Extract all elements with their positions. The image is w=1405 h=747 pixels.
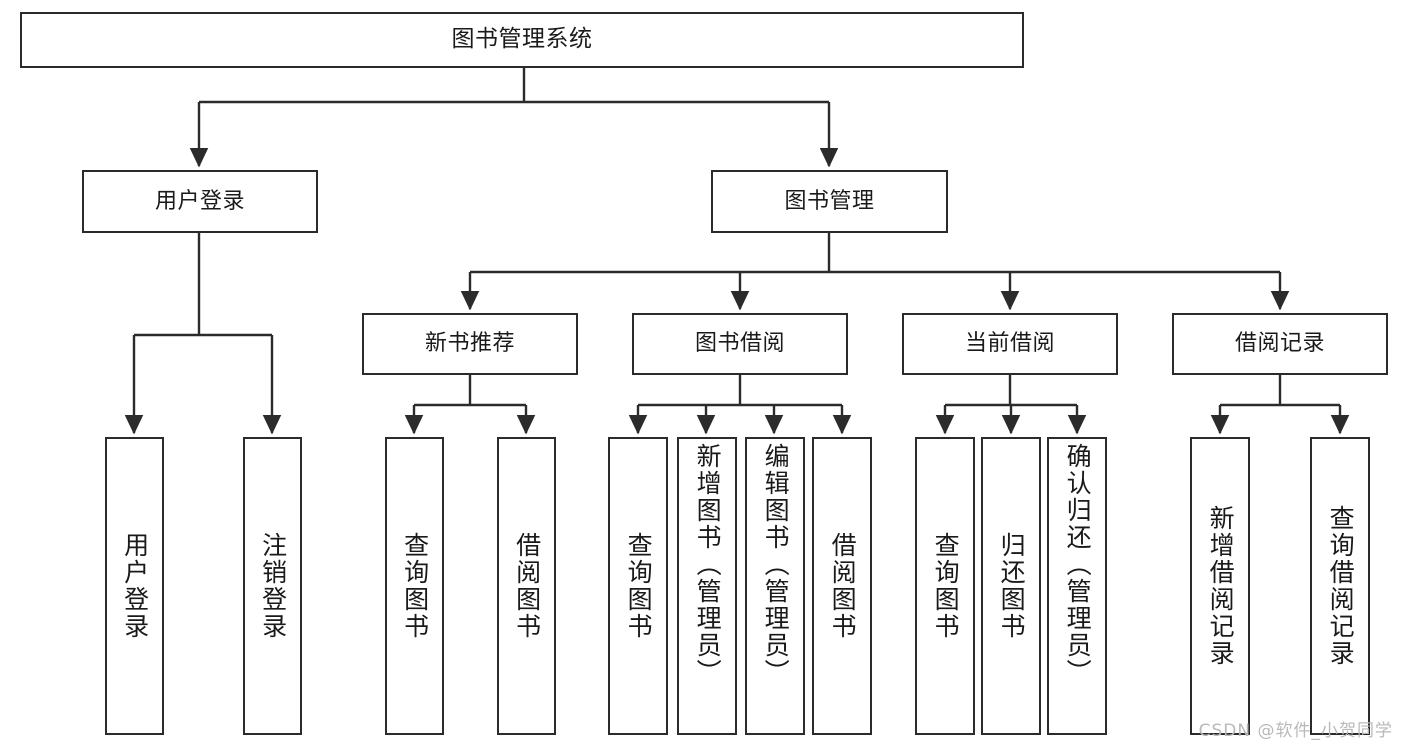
node-label: 用户登录	[120, 532, 150, 640]
leaf-query-book-current[interactable]: 查询图书	[915, 437, 975, 735]
node-label: 当前借阅	[964, 331, 1055, 357]
node-borrow-record[interactable]: 借阅记录	[1172, 313, 1388, 375]
leaf-add-book-admin[interactable]: 新增图书（管理员）	[677, 437, 737, 735]
node-label: 新增借阅记录	[1206, 505, 1236, 667]
node-label: 新增图书（管理员）	[693, 443, 723, 686]
csdn-watermark: CSDN @软件_小贺同学	[1198, 721, 1393, 741]
node-label: 查询借阅记录	[1326, 505, 1356, 667]
node-label: 借阅图书	[512, 532, 542, 640]
node-label: 确认归还（管理员）	[1063, 443, 1093, 686]
leaf-user-login[interactable]: 用户登录	[105, 437, 164, 735]
node-label: 注销登录	[258, 532, 288, 640]
leaf-query-borrow-record[interactable]: 查询借阅记录	[1310, 437, 1370, 735]
node-label: 归还图书	[997, 532, 1027, 640]
leaf-query-book-borrow[interactable]: 查询图书	[608, 437, 668, 735]
node-label: 图书借阅	[694, 331, 785, 357]
node-current-borrow[interactable]: 当前借阅	[902, 313, 1118, 375]
node-label: 新书推荐	[424, 331, 515, 357]
leaf-confirm-return-admin[interactable]: 确认归还（管理员）	[1047, 437, 1107, 735]
leaf-query-book-new-recommend[interactable]: 查询图书	[385, 437, 444, 735]
node-label: 查询图书	[931, 532, 961, 640]
node-root-book-management-system[interactable]: 图书管理系统	[20, 12, 1024, 68]
node-label: 图书管理系统	[451, 26, 593, 53]
node-label: 图书管理	[784, 188, 875, 214]
leaf-add-borrow-record[interactable]: 新增借阅记录	[1190, 437, 1250, 735]
node-label: 借阅记录	[1234, 331, 1325, 357]
node-user-login[interactable]: 用户登录	[82, 170, 318, 233]
leaf-borrow-book-borrow[interactable]: 借阅图书	[812, 437, 872, 735]
node-label: 查询图书	[400, 532, 430, 640]
leaf-edit-book-admin[interactable]: 编辑图书（管理员）	[745, 437, 805, 735]
leaf-return-book[interactable]: 归还图书	[981, 437, 1041, 735]
node-new-book-recommend[interactable]: 新书推荐	[362, 313, 578, 375]
node-label: 用户登录	[154, 188, 245, 214]
node-book-management[interactable]: 图书管理	[711, 170, 948, 233]
node-label: 编辑图书（管理员）	[761, 443, 791, 686]
node-label: 查询图书	[624, 532, 654, 640]
leaf-borrow-book-new-recommend[interactable]: 借阅图书	[497, 437, 556, 735]
leaf-logout-login[interactable]: 注销登录	[243, 437, 302, 735]
node-label: 借阅图书	[828, 532, 858, 640]
node-book-borrow[interactable]: 图书借阅	[632, 313, 848, 375]
